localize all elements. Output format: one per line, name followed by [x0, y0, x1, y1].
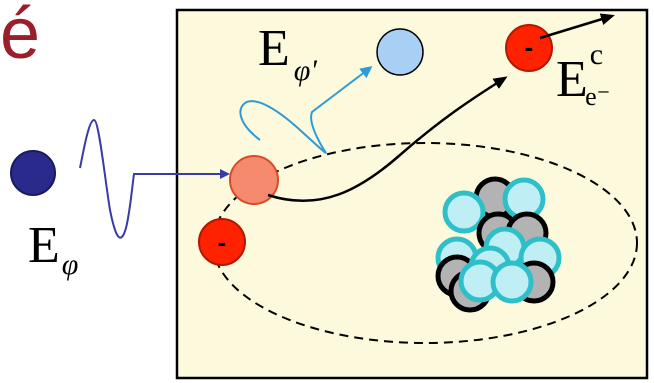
incident-photon-energy-label: Eφ [28, 217, 78, 281]
scattered-photon [377, 29, 423, 75]
nucleus-proton [493, 263, 531, 301]
incident-photon [11, 151, 55, 195]
bound-electron-sign: - [218, 227, 227, 257]
nucleus-proton [445, 193, 483, 231]
nucleus [438, 179, 559, 310]
recoil-electron-sign: - [525, 32, 534, 62]
